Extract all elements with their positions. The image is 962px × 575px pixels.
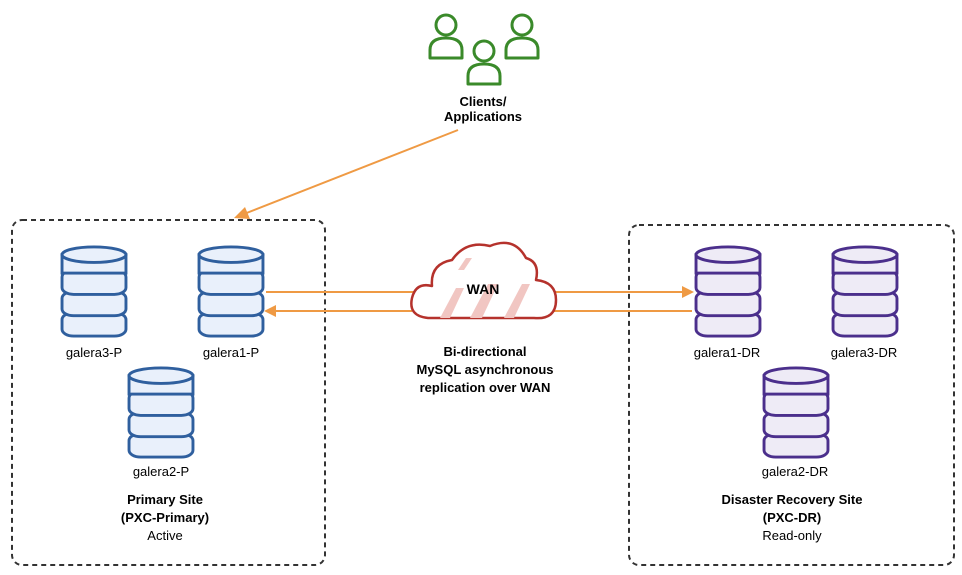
cloud-icon: [410, 241, 558, 320]
database-icon-galera1-p: [199, 246, 263, 337]
primary-site-title: Primary Site: [127, 492, 203, 507]
clients-label-line1: Clients/: [460, 94, 507, 109]
client-connection-arrow: [234, 129, 459, 219]
node-label-galera3-p: galera3-P: [66, 345, 122, 360]
node-label-galera2-p: galera2-P: [133, 464, 189, 479]
wan-caption-line3: replication over WAN: [420, 380, 551, 395]
database-icon-galera3-p: [62, 246, 126, 337]
node-label-galera1-dr: galera1-DR: [694, 345, 760, 360]
wan-caption-line1: Bi-directional: [443, 344, 526, 359]
wan-label: WAN: [467, 281, 500, 297]
replication-arrows: [264, 286, 694, 317]
database-icon-galera1-dr: [696, 246, 760, 337]
dr-site-border: [628, 224, 955, 566]
dr-site-subtitle: (PXC-DR): [763, 510, 822, 525]
primary-site-subtitle: (PXC-Primary): [121, 510, 209, 525]
users-icon: [430, 15, 538, 84]
dr-site-title: Disaster Recovery Site: [722, 492, 863, 507]
database-icon-galera3-dr: [833, 246, 897, 337]
dr-site-status: Read-only: [762, 528, 822, 543]
primary-site-border: [11, 219, 326, 566]
node-label-galera1-p: galera1-P: [203, 345, 259, 360]
node-label-galera3-dr: galera3-DR: [831, 345, 897, 360]
primary-site-status: Active: [147, 528, 182, 543]
wan-caption-line2: MySQL asynchronous: [416, 362, 553, 377]
database-icon-galera2-p: [129, 367, 193, 458]
clients-label-line2: Applications: [444, 109, 522, 124]
node-label-galera2-dr: galera2-DR: [762, 464, 828, 479]
database-icon-galera2-dr: [764, 367, 828, 458]
